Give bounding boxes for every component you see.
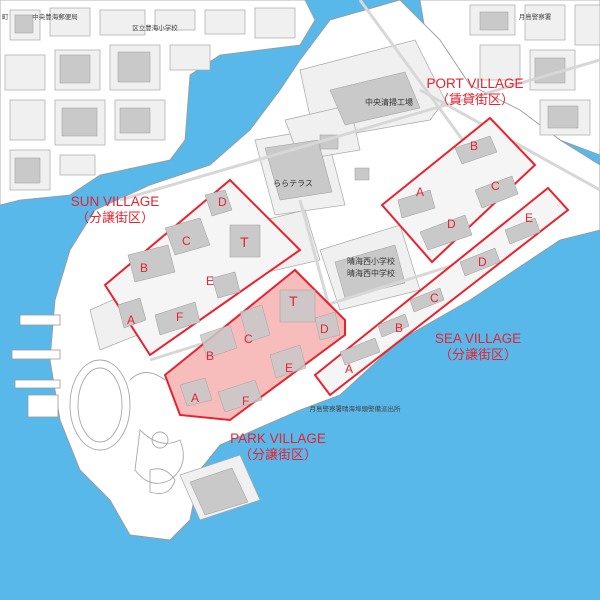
port-village-sub: （賃貸街区）: [436, 92, 514, 107]
port-building-b-label: B: [470, 139, 478, 153]
park-building-e-label: E: [285, 361, 293, 375]
sea-village-letters: E D C B A: [345, 211, 533, 376]
sun-village-sub: （分譲街区）: [76, 210, 154, 225]
port-building-d-label: D: [447, 217, 456, 231]
port-village-boundary: [380, 116, 537, 264]
park-village-name: PARK VILLAGE: [230, 431, 326, 446]
park-village: [163, 268, 346, 422]
sea-building-d-label: D: [478, 255, 487, 269]
park-building-b-label: B: [206, 349, 214, 363]
place-labels: 区立豊海小学校 中央豊海郵便局 町 月島警察署 中央清掃工場 ららテラス 晴海西…: [2, 12, 552, 413]
sun-village-name: SUN VILLAGE: [71, 194, 160, 209]
piers-west: [11, 314, 61, 418]
port-village: [380, 116, 537, 264]
park-village-label: PARK VILLAGE （分譲街区）: [230, 431, 326, 462]
park-building-f-label: F: [242, 394, 249, 408]
label-edge-char: 町: [2, 13, 9, 21]
sun-building-c-label: C: [182, 234, 191, 248]
port-building-c-label: C: [491, 179, 500, 193]
label-lalaterrace: ららテラス: [273, 179, 313, 188]
park-building-d-label: D: [320, 322, 329, 336]
sun-building-a-label: A: [127, 313, 135, 327]
park-village-buildings: [179, 289, 341, 413]
sea-village-sub: （分譲街区）: [439, 347, 517, 362]
park-building-t-label: T: [289, 293, 298, 309]
sea-village-name: SEA VILLAGE: [435, 331, 521, 346]
sea-building-e-label: E: [525, 211, 533, 225]
port-building-a-label: A: [416, 185, 424, 199]
park-village-sub: （分譲街区）: [239, 447, 317, 462]
sun-village-boundary: [103, 178, 302, 357]
park-stadium: [69, 359, 184, 494]
sea-village: [313, 186, 570, 397]
label-post-office: 中央豊海郵便局: [32, 12, 78, 21]
sun-building-t-label: T: [240, 234, 249, 250]
label-cleaning-plant: 中央清掃工場: [365, 97, 413, 107]
port-village-letters: A B C D: [416, 139, 500, 231]
sun-village-label: SUN VILLAGE （分譲街区）: [71, 194, 160, 225]
sun-building-d-label: D: [218, 195, 227, 209]
sea-building-c-label: C: [430, 291, 439, 305]
port-village-buildings: [397, 135, 519, 251]
park-building-c-label: C: [244, 332, 253, 346]
port-village-label: PORT VILLAGE （賃貸街区）: [426, 76, 523, 107]
label-police-box: 月島警察署晴海埠頭警備派出所: [310, 404, 402, 413]
sea-building-b-label: B: [395, 321, 403, 335]
city-buildings-west: [14, 14, 151, 184]
sun-building-e-label: E: [206, 274, 214, 288]
south-complex: [179, 454, 261, 521]
label-school-top: 区立豊海小学校: [132, 23, 178, 32]
park-building-a-label: A: [191, 391, 199, 405]
park-village-letters: T B C D E A F: [191, 293, 329, 408]
label-harumi-west-junior: 晴海西中学校: [347, 268, 395, 278]
sea-village-boundary: [313, 186, 570, 397]
sea-building-a-label: A: [345, 362, 353, 376]
sun-village-buildings: [117, 189, 261, 336]
label-police-top: 月島警察署: [519, 12, 552, 21]
port-village-name: PORT VILLAGE: [426, 76, 523, 91]
sun-village-letters: D C T B E A F: [127, 195, 249, 327]
label-harumi-west-elem: 晴海西小学校: [347, 256, 395, 266]
sea-village-label: SEA VILLAGE （分譲街区）: [435, 331, 521, 362]
sun-building-f-label: F: [176, 310, 183, 324]
sun-building-b-label: B: [140, 261, 148, 275]
sun-village: [103, 178, 302, 357]
sea-village-buildings: [339, 217, 541, 366]
